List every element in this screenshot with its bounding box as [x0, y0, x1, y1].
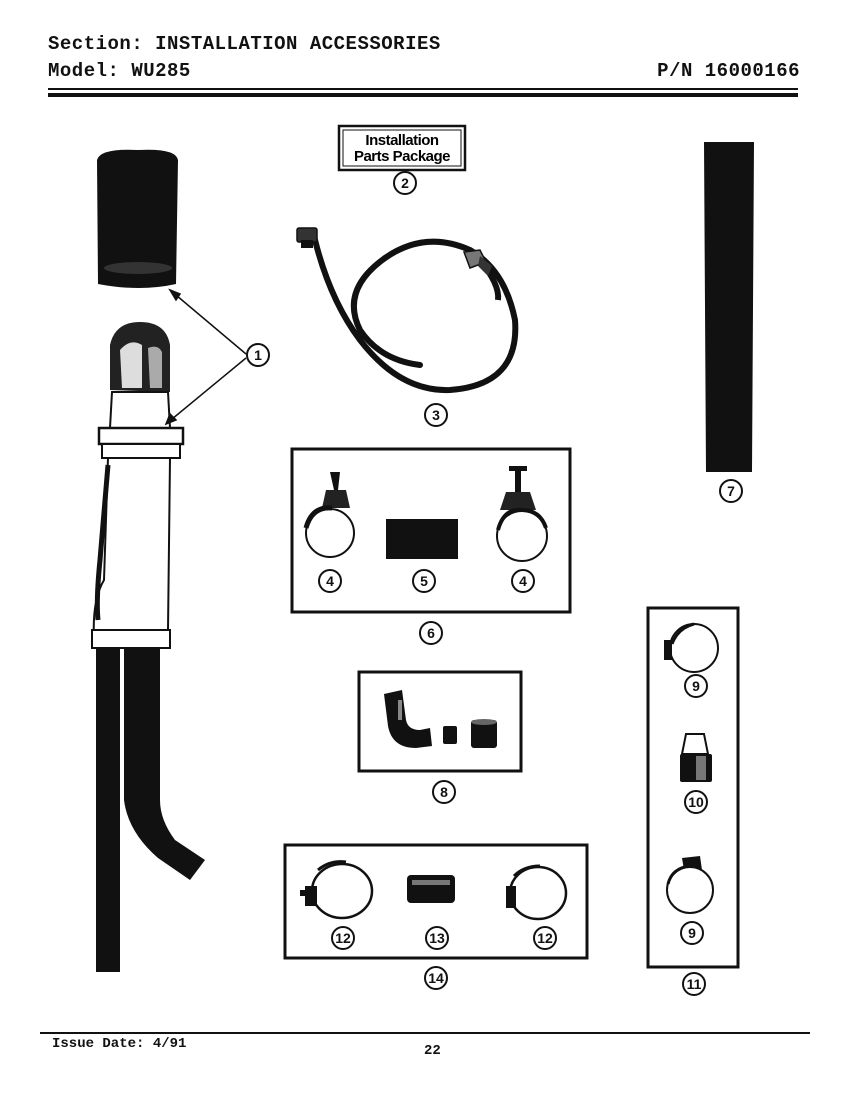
svg-text:1: 1: [254, 347, 262, 363]
svg-text:5: 5: [420, 573, 428, 589]
clamp-icon: [300, 860, 374, 920]
kit-11-box: [646, 606, 740, 969]
callout-4-right: 4: [511, 569, 535, 593]
kit-6-block: [386, 519, 458, 559]
callouts: 1 2 3 4 5 4 6 7 8 9 10 9 11 12 13 12 14: [246, 171, 743, 996]
coupling-icon: [680, 733, 712, 782]
section-header: Section: INSTALLATION ACCESSORIES: [48, 33, 441, 55]
svg-text:9: 9: [692, 678, 700, 694]
callout-6: 6: [419, 621, 443, 645]
svg-text:9: 9: [688, 925, 696, 941]
callout-4-left: 4: [318, 569, 342, 593]
model-number: WU285: [131, 60, 191, 82]
clamp-icon: [664, 622, 719, 673]
callout-13: 13: [425, 926, 449, 950]
footer-rule: [40, 1032, 810, 1034]
callout-3: 3: [424, 403, 448, 427]
callout-12-right: 12: [533, 926, 557, 950]
svg-text:4: 4: [326, 573, 334, 589]
callout-5: 5: [412, 569, 436, 593]
issue-date: Issue Date: 4/91: [52, 1036, 187, 1052]
svg-text:12: 12: [537, 930, 553, 946]
callout-1-leaders: [164, 288, 247, 426]
callout-9-bottom: 9: [680, 921, 704, 945]
svg-text:3: 3: [432, 407, 440, 423]
callout-11: 11: [682, 972, 706, 996]
vent-tube-icon: [704, 142, 754, 472]
clamp-icon: [303, 472, 355, 558]
callout-8: 8: [432, 780, 456, 804]
header-rule-thin: [48, 88, 798, 90]
callout-1: 1: [246, 343, 270, 367]
elbow-fitting-icon: [384, 690, 432, 748]
callout-9-top: 9: [684, 674, 708, 698]
svg-text:2: 2: [401, 175, 409, 191]
svg-text:12: 12: [335, 930, 351, 946]
clamp-icon: [506, 864, 568, 921]
clamp-icon: [496, 466, 548, 562]
svg-text:14: 14: [428, 970, 444, 986]
callout-10: 10: [684, 790, 708, 814]
coupling-icon: [407, 875, 455, 903]
svg-text:7: 7: [727, 483, 735, 499]
header-rule-thick: [48, 93, 798, 97]
coupling-icon: [471, 719, 497, 748]
page-number: 22: [424, 1043, 441, 1059]
package-label-line1: Installation: [365, 132, 439, 149]
callout-2: 2: [393, 171, 417, 195]
clamp-icon: [666, 856, 714, 914]
svg-text:8: 8: [440, 784, 448, 800]
svg-text:10: 10: [688, 794, 704, 810]
callout-12-left: 12: [331, 926, 355, 950]
callout-7: 7: [719, 479, 743, 503]
section-title: INSTALLATION ACCESSORIES: [155, 33, 441, 55]
svg-text:6: 6: [427, 625, 435, 641]
model-label: Model:: [48, 60, 120, 82]
drain-hose-icon: [91, 149, 205, 972]
washer-icon: [443, 726, 457, 744]
callout-14: 14: [424, 966, 448, 990]
svg-text:4: 4: [519, 573, 527, 589]
model-header: Model: WU285: [48, 60, 191, 82]
kit-8-box: [357, 670, 523, 773]
package-label-line2: Parts Package: [354, 148, 450, 165]
fill-hose-icon: [296, 227, 519, 394]
section-label: Section:: [48, 33, 144, 55]
part-number: P/N 16000166: [657, 60, 800, 82]
svg-text:11: 11: [687, 976, 702, 992]
parts-package-label: Installation Parts Package: [337, 124, 467, 172]
svg-text:13: 13: [429, 930, 445, 946]
